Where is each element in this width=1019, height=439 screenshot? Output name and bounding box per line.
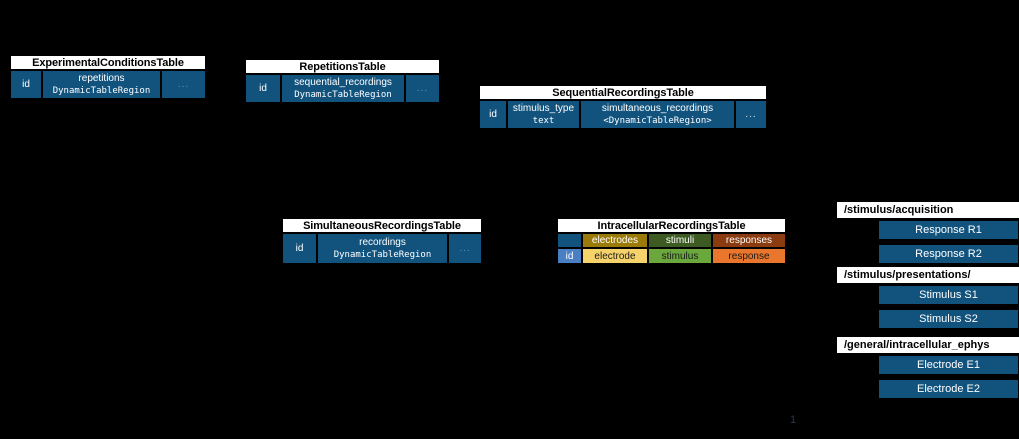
table-title: SequentialRecordingsTable xyxy=(479,85,767,100)
column-id[interactable]: id xyxy=(557,248,582,264)
column-repetitions[interactable]: repetitions DynamicTableRegion xyxy=(42,70,161,99)
column-more[interactable]: ... xyxy=(405,74,440,103)
column-more[interactable]: ... xyxy=(735,100,767,129)
group-path-label: /stimulus/acquisition xyxy=(837,202,1019,218)
table-columns-row: id stimulus_type text simultaneous_recor… xyxy=(479,100,767,129)
table-columns-row: id electrode stimulus response xyxy=(557,248,786,264)
column-response[interactable]: response xyxy=(712,248,786,264)
column-id[interactable]: id xyxy=(479,100,507,129)
column-recordings[interactable]: recordings DynamicTableRegion xyxy=(317,233,448,264)
table-columns-row: id sequential_recordings DynamicTableReg… xyxy=(245,74,440,103)
category-blank xyxy=(557,233,582,248)
group-general-intracellular-ephys: /general/intracellular_ephys Electrode E… xyxy=(837,337,1019,399)
column-more[interactable]: ... xyxy=(448,233,482,264)
table-title: IntracellularRecordingsTable xyxy=(557,218,786,233)
group-stimulus-presentations: /stimulus/presentations/ Stimulus S1 Sti… xyxy=(837,267,1019,329)
table-experimental-conditions[interactable]: ExperimentalConditionsTable id repetitio… xyxy=(10,55,206,99)
group-item-response-r1[interactable]: Response R1 xyxy=(878,220,1019,240)
column-more[interactable]: ... xyxy=(161,70,206,99)
table-simultaneous-recordings[interactable]: SimultaneousRecordingsTable id recording… xyxy=(282,218,482,264)
category-row: electrodes stimuli responses xyxy=(557,233,786,248)
column-electrode[interactable]: electrode xyxy=(582,248,648,264)
table-title: SimultaneousRecordingsTable xyxy=(282,218,482,233)
column-id[interactable]: id xyxy=(282,233,317,264)
category-responses[interactable]: responses xyxy=(712,233,786,248)
category-stimuli[interactable]: stimuli xyxy=(648,233,712,248)
column-id[interactable]: id xyxy=(10,70,42,99)
group-item-response-r2[interactable]: Response R2 xyxy=(878,244,1019,264)
group-item-stimulus-s2[interactable]: Stimulus S2 xyxy=(878,309,1019,329)
column-simultaneous-recordings[interactable]: simultaneous_recordings <DynamicTableReg… xyxy=(580,100,735,129)
table-title: RepetitionsTable xyxy=(245,59,440,74)
group-item-stimulus-s1[interactable]: Stimulus S1 xyxy=(878,285,1019,305)
group-item-electrode-e1[interactable]: Electrode E1 xyxy=(878,355,1019,375)
group-path-label: /stimulus/presentations/ xyxy=(837,267,1019,283)
column-stimulus[interactable]: stimulus xyxy=(648,248,712,264)
table-title: ExperimentalConditionsTable xyxy=(10,55,206,70)
table-repetitions[interactable]: RepetitionsTable id sequential_recording… xyxy=(245,59,440,103)
column-sequential-recordings[interactable]: sequential_recordings DynamicTableRegion xyxy=(281,74,405,103)
table-intracellular-recordings[interactable]: IntracellularRecordingsTable electrodes … xyxy=(557,218,786,264)
column-stimulus-type[interactable]: stimulus_type text xyxy=(507,100,580,129)
category-electrodes[interactable]: electrodes xyxy=(582,233,648,248)
group-stimulus-acquisition: /stimulus/acquisition Response R1 Respon… xyxy=(837,202,1019,264)
table-sequential-recordings[interactable]: SequentialRecordingsTable id stimulus_ty… xyxy=(479,85,767,129)
column-id[interactable]: id xyxy=(245,74,281,103)
page-artifact-mark: 1 xyxy=(790,414,797,426)
group-path-label: /general/intracellular_ephys xyxy=(837,337,1019,353)
table-columns-row: id repetitions DynamicTableRegion ... xyxy=(10,70,206,99)
table-columns-row: id recordings DynamicTableRegion ... xyxy=(282,233,482,264)
group-item-electrode-e2[interactable]: Electrode E2 xyxy=(878,379,1019,399)
